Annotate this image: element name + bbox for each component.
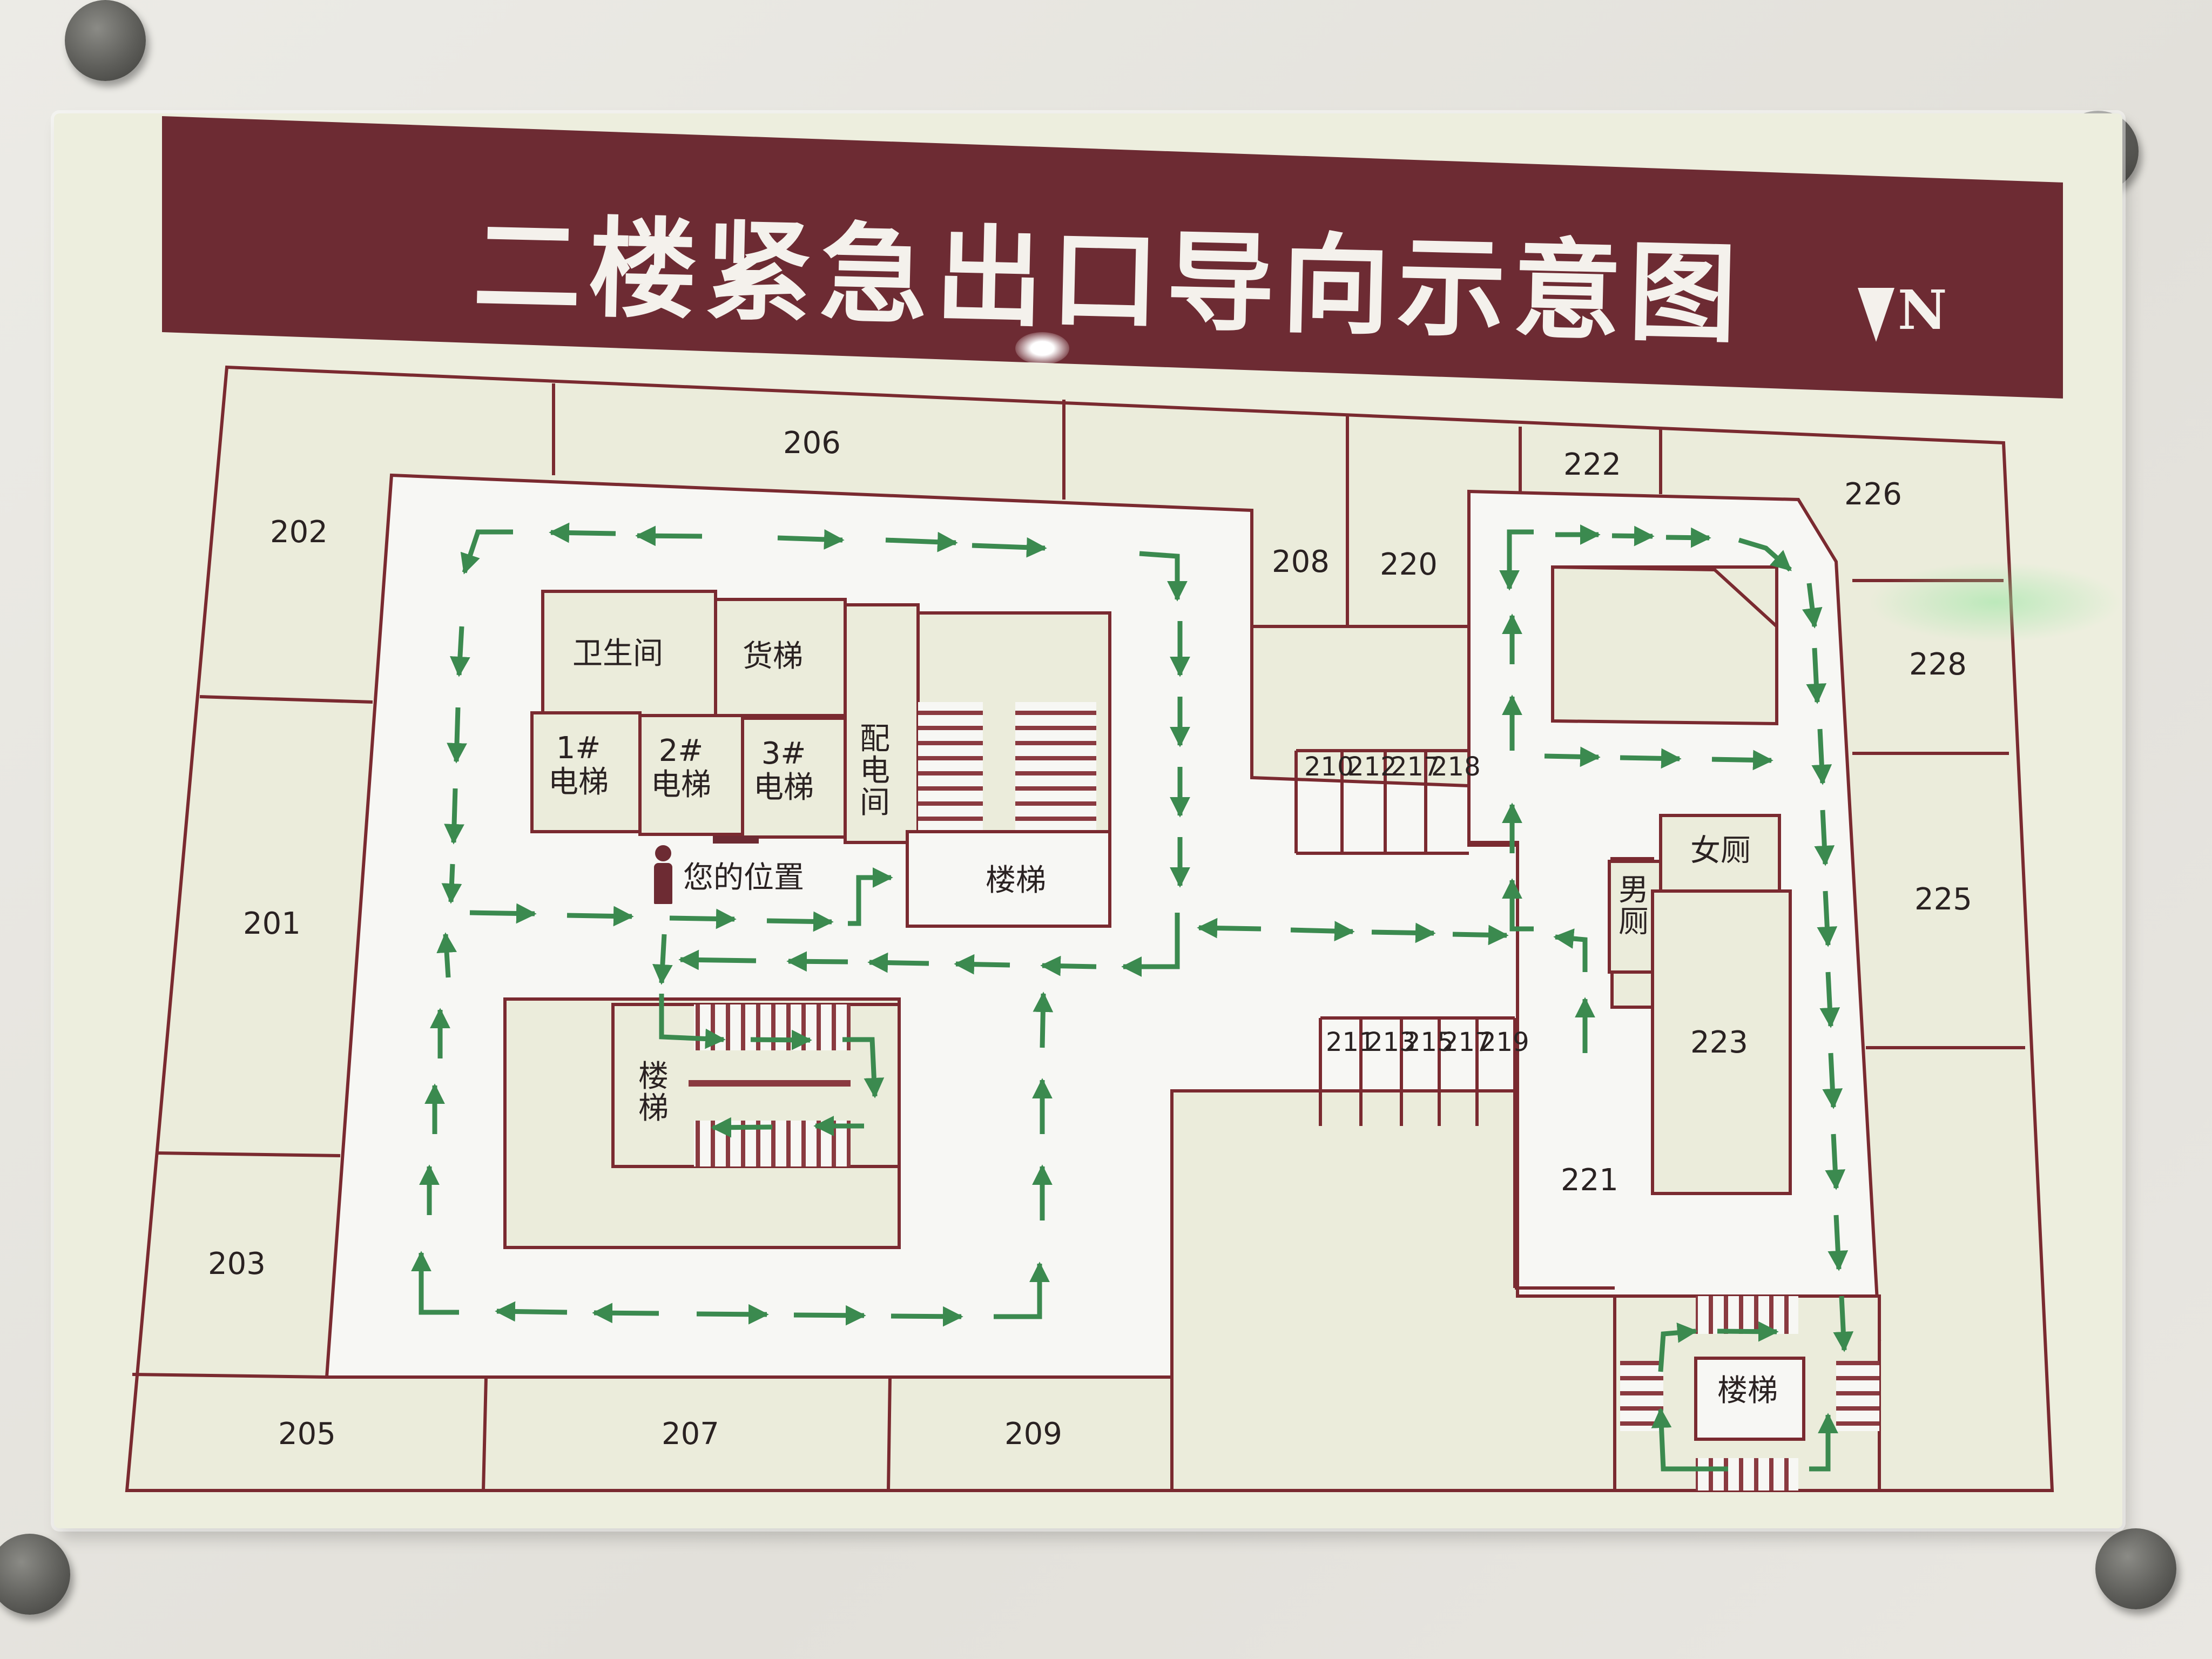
- mount-bolt-bottom-left: [0, 1534, 70, 1615]
- room-207-label: 207: [662, 1417, 719, 1452]
- room-block-power: [844, 603, 920, 844]
- room-213-label: 213: [1366, 1027, 1416, 1057]
- room-205-label: 205: [278, 1417, 336, 1452]
- stairs-left-label: 楼梯: [638, 1059, 669, 1126]
- freight-elevator-label: 货梯: [743, 639, 803, 674]
- room-block-223: [1651, 889, 1792, 1195]
- room-206-label: 206: [783, 426, 841, 461]
- camera-flash-reflection: [1015, 332, 1069, 365]
- room-212-label: 212: [1347, 752, 1397, 782]
- room-219-label: 219: [1480, 1027, 1529, 1057]
- room-block-womens-wc: [1659, 814, 1781, 893]
- room-209-label: 209: [1004, 1417, 1062, 1452]
- room-220-label: 220: [1380, 547, 1438, 582]
- room-215-label: 215: [1404, 1027, 1454, 1057]
- room-222-label: 222: [1563, 447, 1621, 482]
- room-211-label: 211: [1326, 1027, 1375, 1057]
- room-208-label: 208: [1272, 544, 1330, 579]
- stairs-right-label: 楼梯: [1717, 1373, 1778, 1408]
- room-217-bottom-label: 217: [1442, 1027, 1492, 1057]
- room-202-label: 202: [270, 515, 328, 550]
- mount-bolt-bottom-right: [2095, 1528, 2176, 1609]
- room-226-label: 226: [1844, 477, 1902, 512]
- stairs-center-label: 楼梯: [986, 863, 1046, 898]
- room-221-label: 221: [1561, 1163, 1618, 1198]
- room-218-label: 218: [1431, 752, 1481, 782]
- room-201-label: 201: [243, 906, 301, 941]
- exit-arrow-icon: [411, 522, 1854, 1472]
- room-228-label: 228: [1909, 647, 1967, 682]
- mount-bolt-top-left: [65, 0, 146, 81]
- east-core-notch: [1551, 565, 1778, 726]
- womens-restroom-label: 女厕: [1690, 833, 1751, 868]
- elevator-2-label: 2# 电梯: [651, 733, 711, 802]
- toilet-label: 卫生间: [572, 636, 663, 671]
- room-block-freight: [714, 598, 847, 717]
- room-217-top-label: 217: [1391, 752, 1440, 782]
- room-block-elevator3: [741, 717, 847, 839]
- person-icon: [652, 845, 674, 905]
- room-210-label: 210: [1304, 752, 1354, 782]
- mens-restroom-label: 男厕: [1618, 873, 1649, 940]
- north-label: N: [1898, 278, 1947, 342]
- room-203-label: 203: [208, 1246, 266, 1282]
- elevator-3-label: 3# 电梯: [753, 736, 814, 805]
- room-block-elevator2: [638, 714, 744, 836]
- power-room-label: 配电间: [860, 721, 890, 820]
- you-are-here-label: 您的位置: [683, 860, 804, 895]
- north-indicator: N: [1858, 278, 1947, 342]
- room-225-label: 225: [1914, 882, 1972, 917]
- green-light-reflection: [1869, 562, 2122, 643]
- elevator-1-label: 1# 电梯: [548, 731, 609, 800]
- north-arrow-icon: [1858, 288, 1894, 342]
- room-223-label: 223: [1690, 1025, 1748, 1060]
